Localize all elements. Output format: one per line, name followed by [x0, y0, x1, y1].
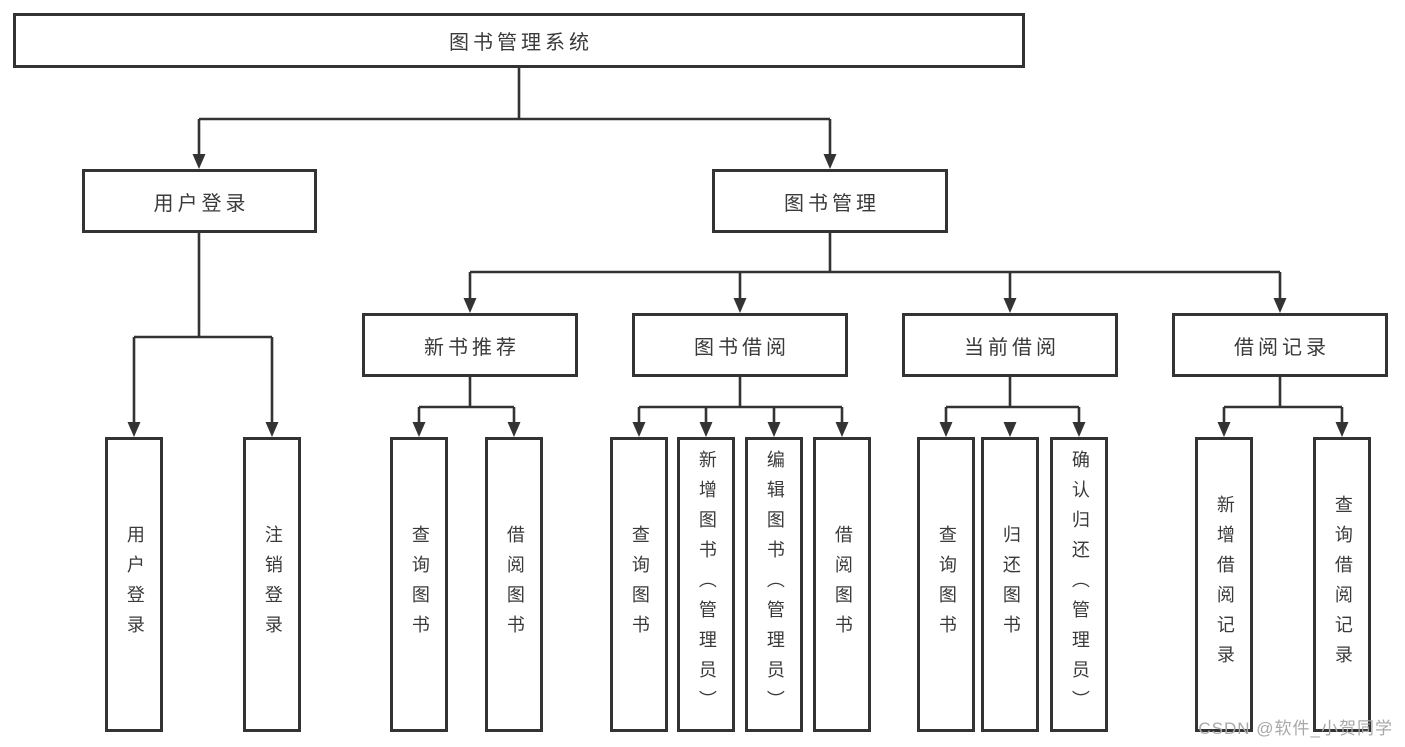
node-current-borrow: 当前借阅 [902, 313, 1118, 377]
node-new-book-recommend: 新书推荐 [362, 313, 578, 377]
tree-edges [132, 68, 1344, 425]
node-current-borrow-label: 当前借阅 [964, 336, 1060, 359]
node-leaf-cb-return-book: 归还图书 [981, 437, 1039, 732]
node-leaf-nbr-borrow-book-label: 借阅图书 [504, 524, 525, 645]
node-leaf-bb-query-book-label: 查询图书 [629, 524, 650, 645]
node-leaf-user-login: 用户登录 [105, 437, 163, 732]
node-leaf-logout: 注销登录 [243, 437, 301, 732]
node-leaf-bb-query-book: 查询图书 [610, 437, 668, 732]
node-leaf-nbr-borrow-book: 借阅图书 [485, 437, 543, 732]
node-leaf-bb-add-book: 新增图书（管理员） [677, 437, 735, 732]
node-user-login: 用户登录 [82, 169, 317, 233]
node-leaf-bb-borrow-book-label: 借阅图书 [832, 524, 853, 645]
node-leaf-br-add-record-label: 新增借阅记录 [1214, 494, 1235, 675]
node-book-borrow: 图书借阅 [632, 313, 848, 377]
node-leaf-cb-query-book: 查询图书 [917, 437, 975, 732]
node-book-management-label: 图书管理 [784, 192, 880, 215]
node-user-login-label: 用户登录 [153, 192, 250, 215]
node-root-label: 图书管理系统 [449, 32, 593, 54]
node-leaf-br-query-record-label: 查询借阅记录 [1332, 494, 1353, 675]
node-leaf-bb-edit-book-label: 编辑图书（管理员） [764, 449, 785, 720]
node-leaf-nbr-query-book-label: 查询图书 [409, 524, 430, 645]
node-leaf-cb-return-book-label: 归还图书 [1000, 524, 1021, 645]
node-leaf-cb-confirm-return: 确认归还（管理员） [1050, 437, 1108, 732]
node-leaf-bb-edit-book: 编辑图书（管理员） [745, 437, 803, 732]
node-book-management: 图书管理 [712, 169, 948, 233]
node-book-borrow-label: 图书借阅 [694, 336, 790, 359]
node-root: 图书管理系统 [13, 13, 1025, 68]
node-leaf-nbr-query-book: 查询图书 [390, 437, 448, 732]
node-leaf-br-add-record: 新增借阅记录 [1195, 437, 1253, 732]
node-leaf-bb-borrow-book: 借阅图书 [813, 437, 871, 732]
node-borrow-records: 借阅记录 [1172, 313, 1388, 377]
csdn-watermark: CSDN @软件_小贺同学 [1198, 719, 1393, 738]
node-leaf-logout-label: 注销登录 [262, 524, 283, 645]
node-leaf-cb-query-book-label: 查询图书 [936, 524, 957, 645]
node-new-book-recommend-label: 新书推荐 [424, 336, 520, 359]
node-leaf-user-login-label: 用户登录 [124, 524, 145, 645]
node-borrow-records-label: 借阅记录 [1234, 336, 1330, 359]
node-leaf-bb-add-book-label: 新增图书（管理员） [696, 449, 717, 720]
node-leaf-cb-confirm-return-label: 确认归还（管理员） [1069, 449, 1090, 720]
node-leaf-br-query-record: 查询借阅记录 [1313, 437, 1371, 732]
